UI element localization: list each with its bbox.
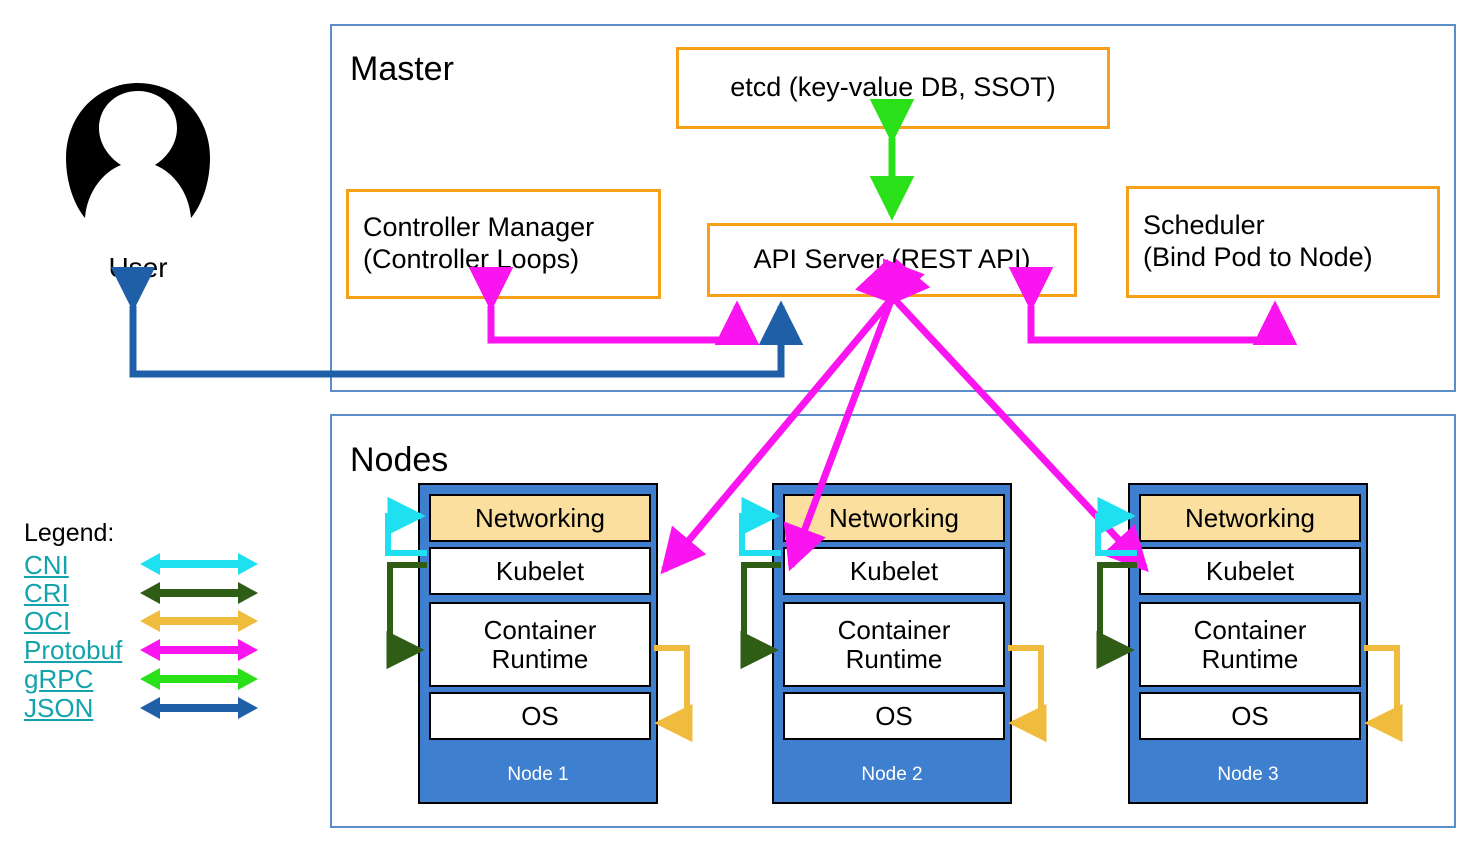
scheduler-label-line1: Scheduler — [1143, 210, 1265, 241]
node-2-container-runtime-label-line1: Container — [837, 614, 951, 645]
node-1[interactable]: Networking Kubelet Container Runtime OS … — [418, 483, 658, 804]
legend-swatch-cni-icon — [140, 553, 258, 575]
node-2-container-runtime-label-line2: Runtime — [845, 643, 943, 674]
node-3-kubelet-label: Kubelet — [1205, 555, 1295, 586]
node-1-container-runtime-label-line1: Container — [483, 614, 597, 645]
controller-manager-label-line1: Controller Manager — [363, 212, 595, 243]
scheduler-box[interactable]: Scheduler (Bind Pod to Node) — [1126, 186, 1440, 298]
node-1-networking[interactable]: Networking — [429, 494, 651, 542]
node-3-kubelet[interactable]: Kubelet — [1139, 547, 1361, 595]
node-2-os[interactable]: OS — [783, 692, 1005, 740]
node-3-os-label: OS — [1231, 700, 1269, 731]
etcd-box[interactable]: etcd (key-value DB, SSOT) — [676, 47, 1110, 129]
legend-swatch-oci-icon — [140, 610, 258, 632]
node-1-os-label: OS — [521, 700, 559, 731]
legend-swatch-json-icon — [140, 697, 258, 719]
node-1-container-runtime[interactable]: Container Runtime — [429, 602, 651, 687]
user-label: User — [108, 252, 168, 283]
node-1-kubelet-label: Kubelet — [495, 555, 585, 586]
node-1-os[interactable]: OS — [429, 692, 651, 740]
node-2[interactable]: Networking Kubelet Container Runtime OS … — [772, 483, 1012, 804]
node-3-container-runtime[interactable]: Container Runtime — [1139, 602, 1361, 687]
controller-manager-box[interactable]: Controller Manager (Controller Loops) — [346, 189, 661, 299]
node-1-kubelet[interactable]: Kubelet — [429, 547, 651, 595]
node-3-os[interactable]: OS — [1139, 692, 1361, 740]
user-avatar-icon — [66, 83, 210, 218]
nodes-title: Nodes — [350, 441, 449, 479]
node-1-name: Node 1 — [507, 764, 569, 785]
node-2-kubelet[interactable]: Kubelet — [783, 547, 1005, 595]
node-2-container-runtime[interactable]: Container Runtime — [783, 602, 1005, 687]
scheduler-label-line2: (Bind Pod to Node) — [1143, 242, 1373, 272]
node-2-os-label: OS — [875, 700, 913, 731]
legend-swatch-protobuf-icon — [140, 639, 258, 661]
legend-item-cri[interactable]: CRI — [24, 578, 69, 608]
node-3-container-runtime-label-line2: Runtime — [1201, 643, 1299, 674]
legend-item-cni[interactable]: CNI — [24, 550, 69, 580]
master-title: Master — [350, 50, 454, 88]
legend-item-json[interactable]: JSON — [24, 693, 94, 723]
node-1-container-runtime-label-line2: Runtime — [491, 643, 589, 674]
etcd-label: etcd (key-value DB, SSOT) — [730, 72, 1056, 103]
node-3-networking-label: Networking — [1184, 502, 1316, 533]
node-2-kubelet-label: Kubelet — [849, 555, 939, 586]
legend-item-protobuf[interactable]: Protobuf — [24, 635, 123, 665]
legend-swatch-grpc-icon — [140, 668, 258, 690]
api-server-label: API Server (REST API) — [753, 244, 1031, 275]
node-2-networking[interactable]: Networking — [783, 494, 1005, 542]
legend-swatch-cri-icon — [140, 582, 258, 604]
node-1-networking-label: Networking — [474, 502, 606, 533]
legend-item-grpc[interactable]: gRPC — [24, 664, 94, 694]
node-2-name: Node 2 — [861, 764, 923, 785]
node-3-container-runtime-label-line1: Container — [1193, 614, 1307, 645]
node-3-name: Node 3 — [1217, 764, 1279, 785]
node-3-networking[interactable]: Networking — [1139, 494, 1361, 542]
legend-item-oci[interactable]: OCI — [24, 606, 71, 636]
api-server-box[interactable]: API Server (REST API) — [707, 223, 1077, 297]
node-2-networking-label: Networking — [828, 502, 960, 533]
node-3[interactable]: Networking Kubelet Container Runtime OS … — [1128, 483, 1368, 804]
controller-manager-label-line2: (Controller Loops) — [363, 244, 580, 274]
legend-title: Legend: — [24, 519, 115, 547]
